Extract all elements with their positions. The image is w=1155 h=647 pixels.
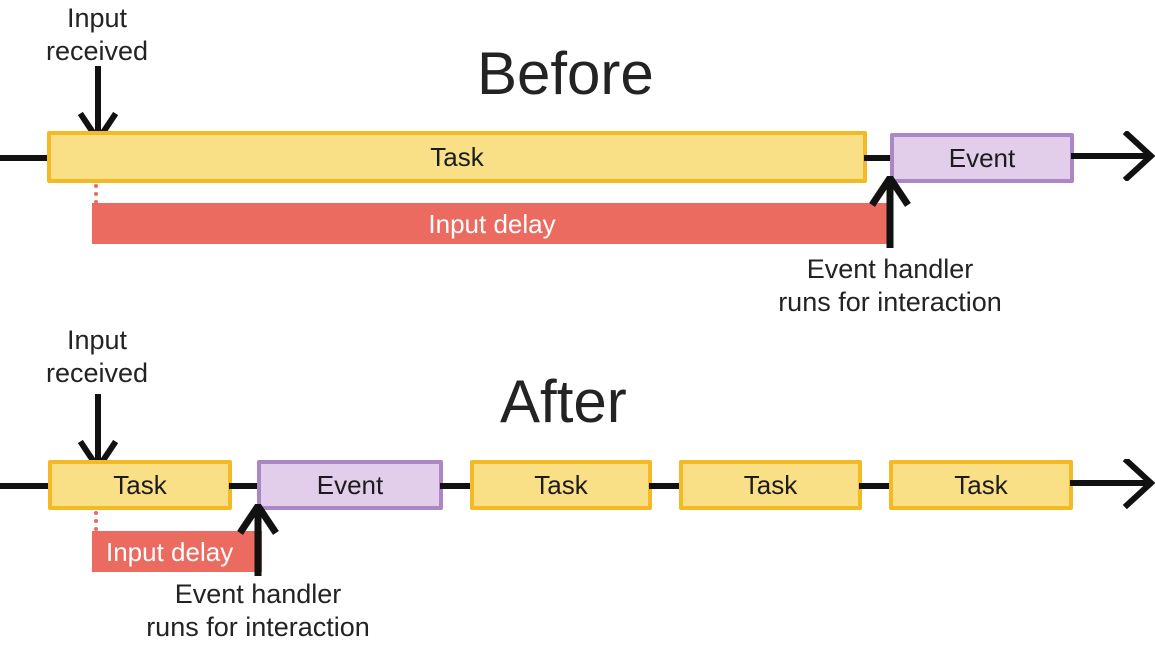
- after-event-block: Event: [257, 460, 443, 510]
- after-timeline-arrow-icon: [1070, 459, 1155, 509]
- after-task-block-1: Task: [48, 460, 232, 510]
- before-event-block: Event: [890, 133, 1074, 183]
- after-input-received-label: Input received: [45, 325, 149, 388]
- after-input-delay-tick: [94, 511, 98, 531]
- before-section-title: Before: [477, 40, 654, 107]
- after-task-block-3: Task: [679, 460, 862, 510]
- before-input-received-label: Input received: [45, 3, 149, 66]
- before-task-block: Task: [47, 131, 867, 183]
- before-input-delay-tick: [94, 184, 98, 204]
- after-connector-4: [859, 483, 892, 489]
- after-event-handler-label: Event handler runs for interaction: [146, 579, 370, 642]
- after-section-title: After: [500, 368, 627, 435]
- after-connector-3: [649, 483, 682, 489]
- before-input-delay-bar: Input delay: [92, 203, 892, 244]
- after-connector-2: [440, 483, 473, 489]
- after-task-block-2: Task: [470, 460, 652, 510]
- after-task-block-4: Task: [889, 460, 1073, 510]
- before-event-handler-arrow-icon: [867, 176, 913, 248]
- after-timeline-left-stub: [0, 483, 52, 489]
- before-timeline-arrow-icon: [1071, 131, 1155, 181]
- before-timeline-left-stub: [0, 155, 50, 161]
- before-event-handler-label: Event handler runs for interaction: [778, 254, 1002, 317]
- after-connector-1: [229, 483, 260, 489]
- before-task-event-connector: [864, 155, 892, 161]
- after-event-handler-arrow-icon: [235, 504, 281, 576]
- after-input-delay-bar: Input delay: [92, 531, 262, 572]
